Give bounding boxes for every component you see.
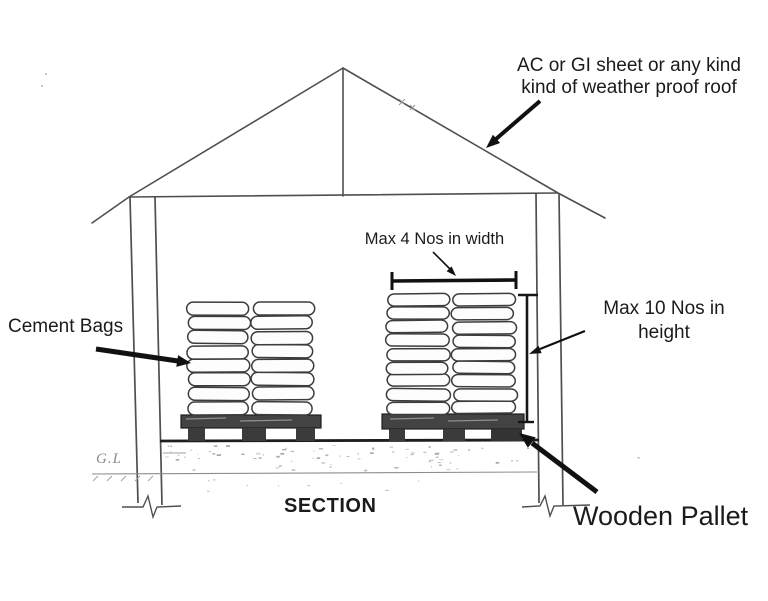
cement-bag [386,347,451,362]
cement-bag [452,334,517,349]
cement-bag [187,401,250,416]
max-height-line1: Max 10 Nos in [603,298,725,319]
cement-bag [452,292,517,307]
cement-bags-label: Cement Bags [8,316,124,337]
right-pallet-block [491,429,522,441]
left-pallet-block [188,428,205,441]
cement-bag [450,373,516,388]
height-dimension-line [518,293,538,424]
cement-bag [453,388,519,402]
cement-bag [185,301,250,317]
left-pallet-plank [180,414,322,429]
wooden-pallet-arrow [519,433,599,494]
cement-bag [385,387,452,402]
max-width-arrow [432,251,456,276]
cement-bag [251,385,315,401]
left-column-break-symbol [122,493,182,520]
right-pallet-block [389,429,405,441]
cement-bag [452,360,516,375]
ground-line [91,471,538,475]
cement-bag [186,358,251,374]
cement-bag [450,306,515,321]
right-column-break-symbol [521,493,591,519]
cement-bag [450,400,517,415]
cement-bag [187,315,252,331]
cement-bag [251,343,314,359]
right-pallet [381,413,525,441]
roof-note-arrow [486,99,542,148]
cement-bags-arrow [95,346,191,367]
max-width-label: Max 4 Nos in width [364,230,505,248]
roof-note-line2: kind of weather proof roof [521,77,737,98]
cement-bag [251,358,315,374]
right-cement-bag-stack [384,292,519,416]
cement-bag [451,320,518,336]
section-title: SECTION [284,495,377,517]
wooden-pallet-label: Wooden Pallet [573,501,749,531]
cement-bag [387,292,451,307]
left-column [129,196,163,506]
cement-bag [187,371,251,387]
paper-specks [41,73,640,459]
cement-bag [251,400,313,416]
cement-bag [450,347,517,362]
max-height-arrow [529,329,586,354]
cement-bag [250,315,313,330]
cement-bag [386,372,451,387]
max-height-line2: height [638,322,690,343]
cement-bag [186,329,249,345]
ground-level-label: G.L [96,451,122,467]
cement-bag [250,330,314,346]
cement-bag [187,386,251,402]
width-dimension-line [390,271,518,290]
cement-bag [385,361,449,376]
left-pallet-block [296,428,315,441]
cement-bag [252,301,316,316]
cement-bag [385,319,449,334]
roof-sketch-marks [398,98,416,111]
max-height-label: Max 10 Nos in height [588,297,740,345]
cement-bag [250,371,315,387]
roof-note-label: AC or GI sheet or any kind kind of weath… [503,55,755,99]
slab-top-line [159,438,540,443]
ground-hatch-marks [92,475,154,482]
left-pallet-block [242,428,266,441]
cement-bag [384,333,450,347]
left-pallet [180,414,322,441]
left-cement-bag-stack [185,301,316,416]
cement-bag [386,401,451,416]
floor-slab [91,438,540,492]
right-pallet-block [443,429,465,441]
slab-speckle-texture [165,445,530,492]
cement-bag [386,306,451,320]
cement-bag [186,345,250,360]
roof-note-line1: AC or GI sheet or any kind [517,55,741,76]
